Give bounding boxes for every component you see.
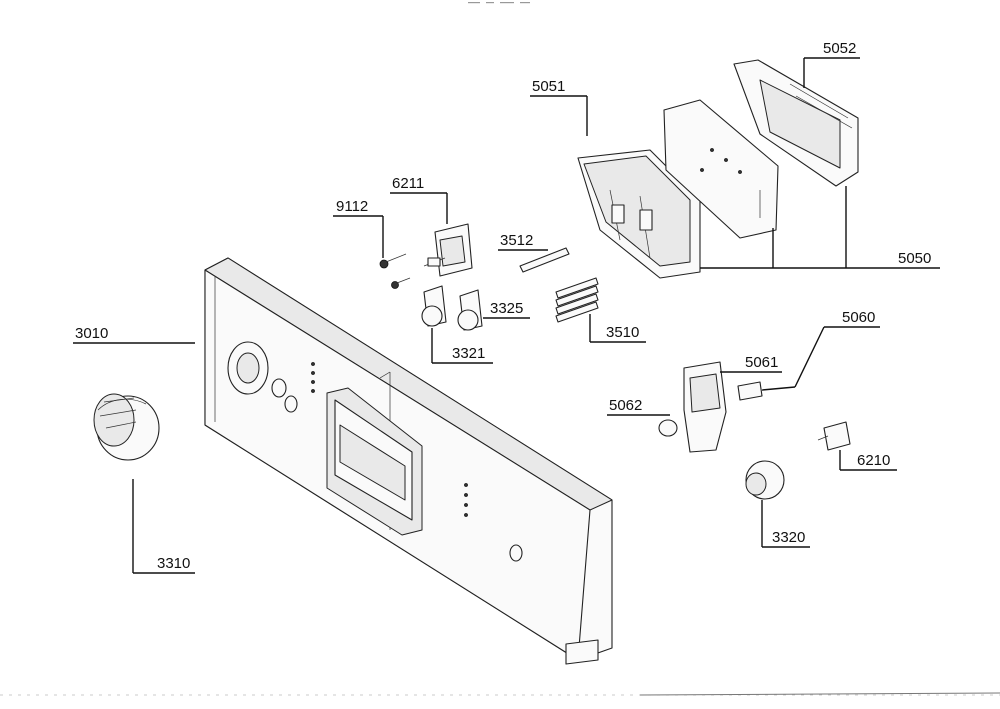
callout-3320: 3320: [772, 529, 805, 546]
switch-6210: [817, 421, 851, 451]
sensor-5060: [737, 381, 763, 401]
leader-lines: [73, 57, 940, 574]
cover-5052: [733, 59, 859, 187]
callout-3512: 3512: [500, 232, 533, 249]
switch-6211: [423, 223, 473, 277]
buttons-3321-3325: [421, 285, 483, 331]
light-guides-3510: [555, 277, 599, 323]
module-frame-5051: [577, 149, 701, 279]
callout-5050: 5050: [898, 250, 931, 267]
screws-9112: [379, 253, 411, 289]
light-rod-3512: [519, 247, 570, 273]
callout-5062: 5062: [609, 397, 642, 414]
callout-6210: 6210: [857, 452, 890, 469]
callout-9112: 9112: [336, 198, 368, 215]
control-panel-3010: [204, 257, 613, 665]
circuit-board: [663, 99, 779, 239]
button-cap-3320: [745, 460, 785, 500]
callout-3310: 3310: [157, 555, 190, 572]
sensor-module-5061: [658, 361, 727, 453]
callout-5061: 5061: [745, 354, 778, 371]
callout-3321: 3321: [452, 345, 485, 362]
callout-3510: 3510: [606, 324, 639, 341]
callout-3325: 3325: [490, 300, 523, 317]
callout-6211: 6211: [392, 175, 424, 192]
callout-5051: 5051: [532, 78, 565, 95]
callout-3010: 3010: [75, 325, 108, 342]
callout-5052: 5052: [823, 40, 856, 57]
callout-5060: 5060: [842, 309, 875, 326]
scan-artifacts: [0, 2, 1000, 696]
callout-labels: 3010 3310 9112 6211 3512 3325 3321 3510 …: [75, 40, 931, 572]
knob-3310: [93, 393, 160, 461]
